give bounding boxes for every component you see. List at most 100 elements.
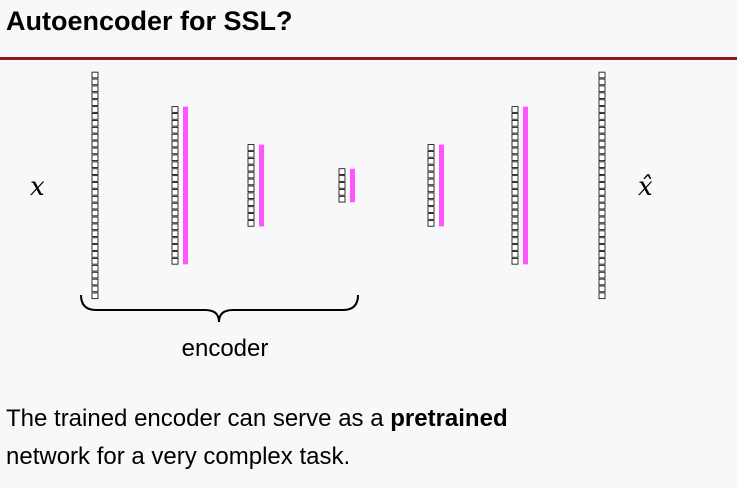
neuron [171, 154, 179, 162]
neuron [171, 251, 179, 258]
neuron [91, 285, 99, 293]
neuron [247, 192, 255, 199]
neuron [247, 171, 255, 179]
input-label: x [30, 172, 45, 202]
neuron [91, 237, 99, 244]
neuron [247, 151, 255, 158]
layer-hidden-2 [247, 144, 264, 227]
neuron [511, 168, 519, 175]
neuron [511, 106, 519, 113]
neuron [91, 120, 99, 127]
neuron [247, 220, 255, 227]
neuron [171, 140, 179, 148]
neuron [598, 285, 606, 293]
neuron [338, 182, 346, 189]
neuron [171, 175, 179, 182]
neuron [511, 202, 519, 210]
neuron [598, 223, 606, 231]
neuron [511, 120, 519, 127]
neuron [171, 223, 179, 231]
neuron [598, 168, 606, 175]
neuron [91, 126, 99, 134]
activation-bar [259, 144, 264, 227]
neuron [91, 202, 99, 210]
neuron [598, 133, 606, 141]
neuron [598, 189, 606, 196]
neuron [91, 244, 99, 251]
neuron [427, 220, 435, 227]
neuron [598, 209, 606, 217]
neuron [91, 209, 99, 217]
neuron [511, 147, 519, 155]
neuron [91, 189, 99, 196]
neuron [598, 271, 606, 279]
layer-hidden-1 [171, 106, 188, 265]
neuron [598, 251, 606, 258]
caption: The trained encoder can serve as a pretr… [6, 400, 731, 476]
neuron [511, 154, 519, 162]
neuron [91, 292, 99, 300]
neuron [91, 216, 99, 224]
neuron [598, 126, 606, 134]
neuron [427, 144, 435, 151]
neuron [427, 206, 435, 213]
caption-bold: pretrained [390, 405, 508, 432]
layer-bottleneck [338, 168, 355, 203]
neuron [598, 154, 606, 162]
neuron [511, 182, 519, 189]
neuron [598, 71, 606, 79]
neuron [598, 258, 606, 265]
layer-group [91, 71, 606, 300]
autoencoder-diagram: x x̂ encoder [30, 71, 653, 360]
neuron [598, 99, 606, 106]
neuron [171, 161, 179, 168]
neuron [427, 151, 435, 158]
neuron [247, 144, 255, 151]
neuron [338, 168, 346, 175]
neuron [598, 182, 606, 189]
neuron [511, 175, 519, 182]
neuron [598, 113, 606, 120]
neuron [511, 161, 519, 168]
neuron [91, 78, 99, 86]
neuron [427, 192, 435, 199]
neuron [91, 99, 99, 106]
neuron [171, 106, 179, 113]
layer-hidden-4 [511, 106, 528, 265]
neuron [511, 133, 519, 141]
neuron [247, 164, 255, 172]
neuron [427, 213, 435, 220]
neuron [598, 120, 606, 127]
caption-before: The trained encoder can serve as a [6, 405, 391, 432]
neuron [598, 292, 606, 300]
neuron [511, 140, 519, 148]
layer-input [91, 71, 99, 300]
neuron [171, 237, 179, 244]
neuron [171, 182, 179, 189]
neuron [598, 230, 606, 237]
neuron [91, 140, 99, 148]
encoder-label: encoder [182, 335, 269, 360]
neuron [511, 230, 519, 237]
neuron [171, 168, 179, 175]
neuron [598, 78, 606, 86]
neuron [338, 175, 346, 182]
neuron [171, 120, 179, 127]
neuron [91, 251, 99, 258]
neuron [91, 113, 99, 120]
neuron [171, 147, 179, 155]
activation-bar [439, 144, 444, 227]
neuron [511, 189, 519, 196]
neuron [247, 199, 255, 206]
neuron [598, 175, 606, 182]
neuron [511, 195, 519, 203]
neuron [598, 161, 606, 168]
neuron [598, 216, 606, 224]
neuron [91, 195, 99, 203]
neuron [171, 195, 179, 203]
neuron [511, 223, 519, 231]
neuron [598, 140, 606, 148]
neuron [511, 209, 519, 217]
neuron [91, 168, 99, 175]
neuron [511, 258, 519, 265]
